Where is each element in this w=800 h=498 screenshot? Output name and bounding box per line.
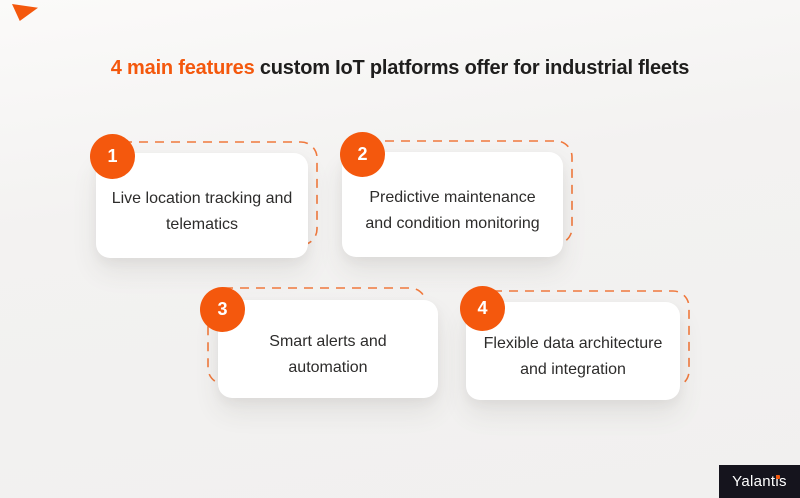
logo-i-dot (775, 474, 780, 479)
number-badge-4: 4 (460, 286, 505, 331)
feature-card-1-text: Live location tracking and telematics (112, 174, 293, 238)
feature-card-2-text: Predictive maintenance and condition mon… (365, 173, 539, 237)
page-title: 4 main features custom IoT platforms off… (0, 55, 800, 81)
feature-1-line-2: telematics (165, 215, 239, 233)
feature-3-line-1: Smart alerts and (269, 333, 387, 350)
feature-2-line-2: and condition monitoring (365, 214, 540, 232)
logo-wordmark: Yalantis (732, 473, 787, 490)
corner-triangle-decoration (12, 4, 38, 21)
yalantis-logo-text: Yalantis (732, 473, 787, 490)
yalantis-logo: Yalantis (719, 465, 800, 498)
number-badge-3: 3 (200, 287, 245, 332)
feature-card-3: Smart alerts and automation (218, 300, 438, 398)
number-badge-2: 2 (340, 132, 385, 177)
feature-card-3-text: Smart alerts and automation (269, 317, 386, 381)
title-rest: custom IoT platforms offer for industria… (254, 57, 690, 79)
feature-card-4: Flexible data architecture and integrati… (466, 302, 680, 400)
feature-3-line-2: automation (288, 359, 368, 376)
feature-4-line-1: Flexible data architecture (483, 335, 663, 352)
feature-4-line-2: and integration (520, 361, 626, 378)
feature-2-line-1: Predictive maintenance (369, 188, 536, 206)
feature-card-4-text: Flexible data architecture and integrati… (484, 319, 663, 383)
feature-card-1: Live location tracking and telematics (96, 153, 308, 258)
number-badge-1: 1 (90, 134, 135, 179)
feature-1-line-1: Live location tracking and (111, 189, 293, 207)
feature-card-2: Predictive maintenance and condition mon… (342, 152, 563, 257)
title-highlight: 4 main features (110, 57, 255, 79)
